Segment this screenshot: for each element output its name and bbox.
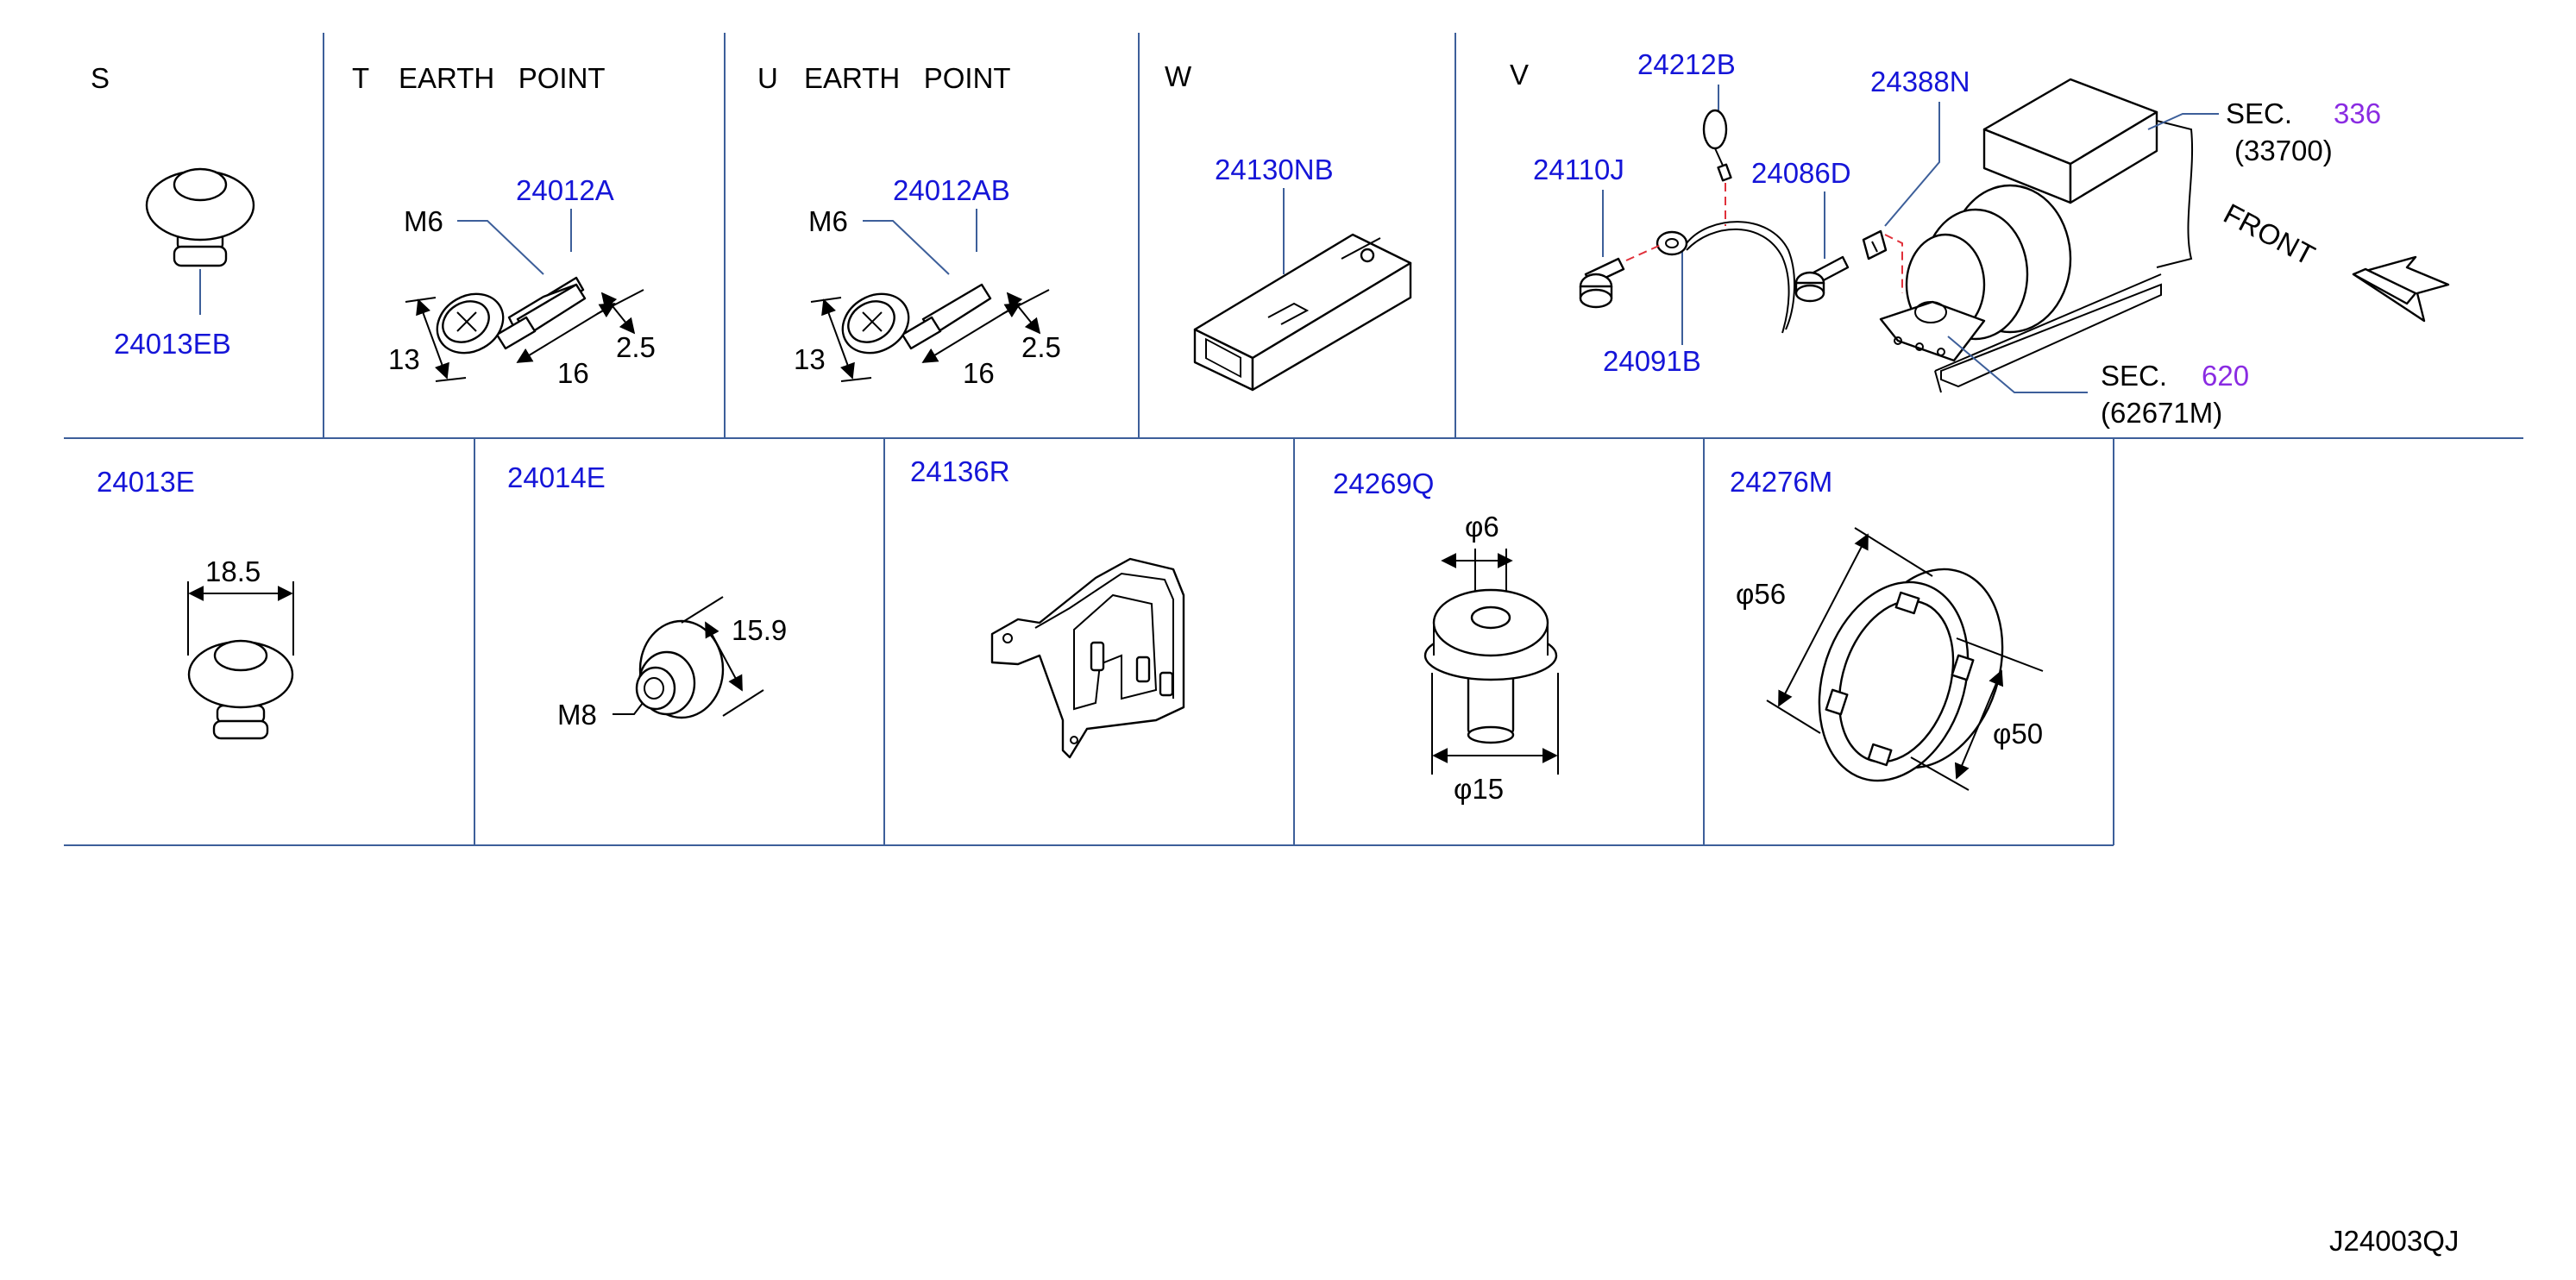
thread-size: M6: [808, 205, 848, 237]
earth-wire-illustration: [1656, 221, 1796, 334]
panel-u: U EARTH POINT 24012AB M6 13 16 2.5: [757, 62, 1061, 389]
grommet-illustration: [1423, 588, 1558, 744]
dimension-label: 2.5: [1021, 331, 1061, 363]
part-number[interactable]: 24388N: [1870, 66, 1970, 97]
part-number[interactable]: 24013E: [97, 466, 195, 498]
dimension-label: 13: [794, 343, 826, 375]
panel-24014e: 24014E 15.9 M8: [507, 461, 787, 731]
section-reference: (33700): [2234, 135, 2333, 166]
dimension-label: φ56: [1736, 578, 1786, 610]
ring-terminal-illustration: [1702, 109, 1732, 182]
panel-s: S 24013EB: [91, 62, 255, 360]
panel-t: T EARTH POINT 24012A M6 13 16 2.5: [352, 62, 656, 389]
dimension-label: φ50: [1993, 718, 2043, 750]
nut-illustration: [635, 619, 725, 719]
part-number[interactable]: 24012AB: [893, 174, 1010, 206]
thread-size: M8: [557, 699, 597, 731]
section-word: SEC.: [2101, 360, 2167, 392]
panel-24269q: 24269Q φ6 φ15: [1333, 467, 1559, 805]
part-number[interactable]: 24269Q: [1333, 467, 1434, 499]
clip-illustration: [1862, 229, 1888, 260]
diagram-code: J24003QJ: [2329, 1225, 2459, 1257]
dimension-label: 18.5: [205, 555, 261, 587]
part-number[interactable]: 24276M: [1730, 466, 1832, 498]
bolt-illustration: [436, 276, 587, 355]
panel-v: V 24212B 24388N 24110J 24086D 24091B: [1510, 48, 2450, 429]
section-number[interactable]: 336: [2334, 97, 2381, 129]
part-number[interactable]: 24136R: [910, 455, 1010, 487]
part-number[interactable]: 24212B: [1637, 48, 1736, 80]
front-arrow-icon: [2352, 255, 2450, 323]
panel-letter: W: [1165, 60, 1192, 92]
thread-size: M6: [404, 205, 443, 237]
connector-illustration: [1193, 233, 1412, 392]
part-number[interactable]: 24110J: [1533, 154, 1624, 185]
panel-letter: S: [91, 62, 110, 94]
panel-grid: [64, 33, 2523, 846]
bolt-illustration: [841, 283, 992, 355]
part-number[interactable]: 24130NB: [1215, 154, 1334, 185]
panel-24013e: 24013E 18.5: [97, 466, 294, 740]
dimension-label: 16: [557, 357, 589, 389]
grommet-ring-illustration: [1818, 568, 2004, 782]
bolt-illustration: [1579, 257, 1625, 309]
panel-w: W 24130NB: [1165, 60, 1412, 392]
bolt-illustration: [1794, 255, 1850, 303]
panel-title: EARTH POINT: [399, 62, 606, 94]
panel-24136r: 24136R: [910, 455, 1185, 759]
panel-letter: T: [352, 62, 369, 94]
panel-title: EARTH POINT: [804, 62, 1011, 94]
section-word: SEC.: [2226, 97, 2292, 129]
dimension-label: 16: [963, 357, 995, 389]
bracket-illustration: [990, 557, 1185, 759]
engine-illustration: [1879, 78, 2194, 393]
section-reference: (62671M): [2101, 397, 2222, 429]
clip-illustration: [145, 167, 255, 267]
panel-24276m: 24276M φ56 φ50: [1730, 466, 2044, 791]
part-number[interactable]: 24013EB: [114, 328, 231, 360]
panel-letter: V: [1510, 59, 1529, 91]
dimension-label: φ15: [1454, 773, 1504, 805]
part-number[interactable]: 24086D: [1751, 157, 1851, 189]
front-label: FRONT: [2219, 198, 2321, 272]
section-number[interactable]: 620: [2202, 360, 2249, 392]
part-number[interactable]: 24012A: [516, 174, 614, 206]
dimension-label: φ6: [1465, 511, 1499, 543]
part-number[interactable]: 24091B: [1603, 345, 1701, 377]
dimension-label: 2.5: [616, 331, 656, 363]
dimension-label: 15.9: [732, 614, 787, 646]
panel-letter: U: [757, 62, 778, 94]
clip-illustration: [187, 639, 294, 740]
dimension-label: 13: [388, 343, 420, 375]
part-number[interactable]: 24014E: [507, 461, 606, 493]
